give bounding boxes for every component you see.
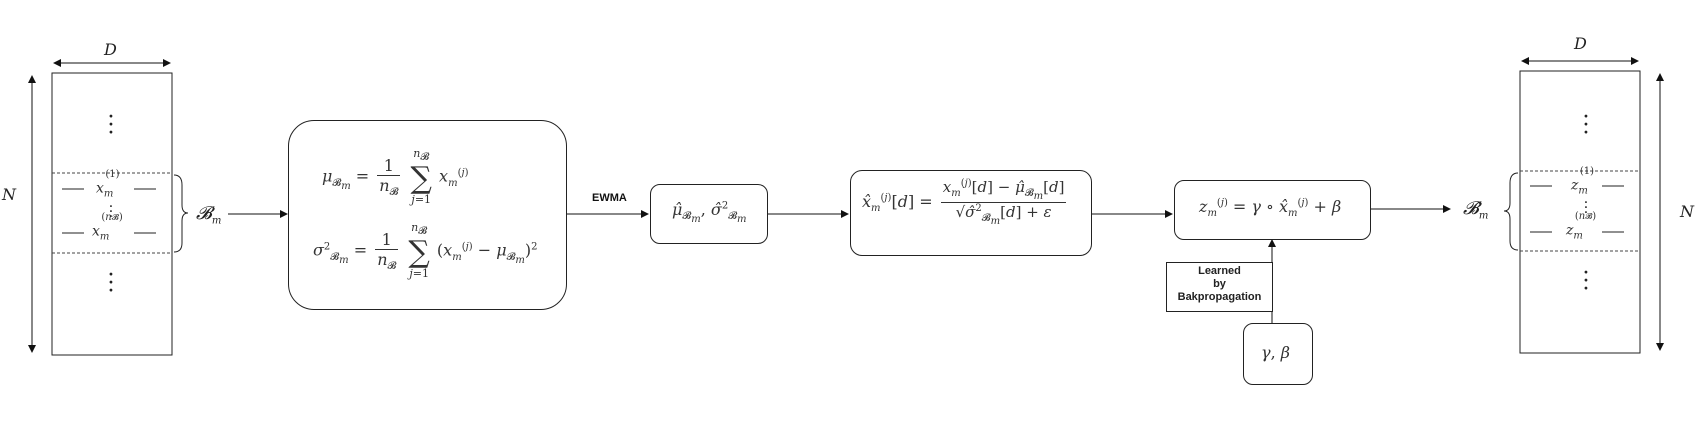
input-row-last: xm(n𝓑) [92,212,123,243]
gamma-beta-params-box [1243,323,1313,385]
normalization-box [850,170,1092,256]
output-row-first: zm(1) [1571,166,1595,197]
scale-shift-formula: zm(j) = γ ∘ x̂m(j) + β [1199,197,1342,220]
gamma-beta-params-formula: γ, β [1261,343,1290,362]
output-mid-ellipsis: ··· [1583,195,1589,221]
input-row-first: xm(1) [96,169,120,200]
output-brace [1503,172,1519,251]
learned-by-backprop-label: Learned by Bakpropagation [1166,262,1273,312]
output-row-last: zm(n𝓑) [1566,211,1597,242]
input-height-label: N [2,185,16,204]
input-mid-ellipsis: ··· [108,199,114,225]
learned-line-1: Learned [1198,265,1241,277]
learned-line-2: by [1213,278,1226,290]
batch-statistics-box [288,120,567,310]
output-top-ellipsis: ··· [1582,105,1590,146]
input-matrix [51,72,173,356]
output-matrix [1519,70,1641,354]
output-width-label: D [1574,34,1587,53]
output-bottom-ellipsis: ··· [1582,261,1590,302]
output-batch-label: 𝓑̂m [1463,198,1489,222]
ewma-estimates-formula: μ̂𝓑m, σ̂2𝓑m [672,200,747,226]
output-height-label: N [1680,202,1694,221]
input-width-label: D [104,40,117,59]
ewma-estimates-box [650,184,768,244]
input-top-ellipsis: ··· [107,105,115,146]
learned-line-3: Bakpropagation [1177,291,1262,303]
ewma-label: EWMA [592,192,627,204]
input-batch-label: 𝓑m [196,203,222,227]
normalization-formula: x̂m(j)[d] = xm(j)[d] − μ̂𝓑m[d] √σ̂2𝓑m[d]… [862,178,1067,227]
input-brace [173,174,189,253]
input-bottom-ellipsis: ··· [107,263,115,304]
scale-shift-box [1174,180,1371,240]
